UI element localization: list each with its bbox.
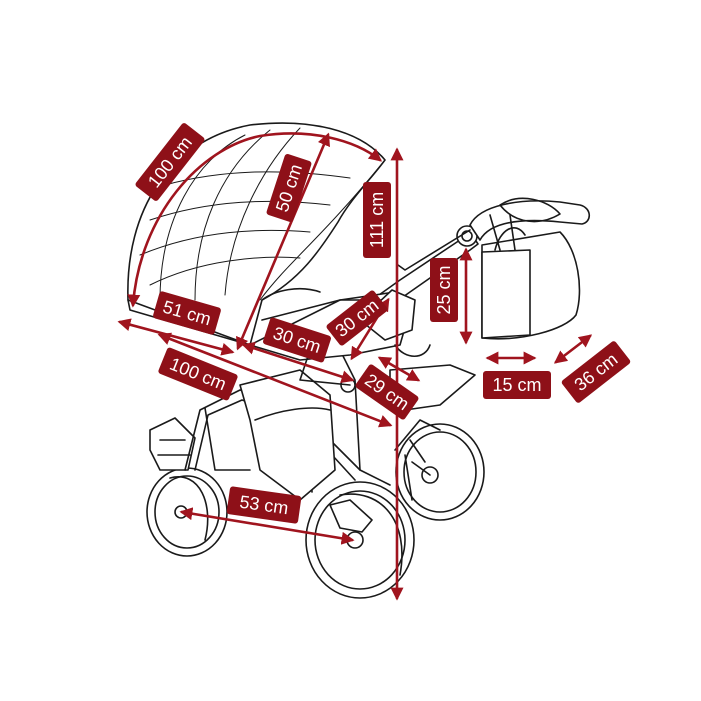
bag-width-dim [553,334,593,364]
label-seat-length: 30 cm [263,317,331,363]
label-canopy-arc: 100 cm [135,123,205,201]
seat-width-dim [377,356,421,382]
rear-left-wheel [146,417,228,557]
changing-bag [481,197,581,340]
label-bag-depth: 15 cm [483,371,551,399]
seat-length-dim [241,342,355,383]
label-bag-height-text: 25 cm [434,265,454,314]
label-height-text: 111 cm [367,192,387,248]
wheelbase-dim [179,507,355,545]
label-wheelbase: 53 cm [226,486,302,524]
dimension-labels: 100 cm 50 cm 111 cm 51 cm 30 cm 30 cm 10… [135,123,631,524]
canopy-depth-dim [236,132,330,351]
label-frame-length: 100 cm [158,347,238,401]
label-bag-height: 25 cm [430,258,458,322]
rear-right-wheel [395,423,485,521]
label-height: 111 cm [363,182,391,258]
dimension-lines [117,132,593,601]
label-bag-depth-text: 15 cm [492,375,541,395]
